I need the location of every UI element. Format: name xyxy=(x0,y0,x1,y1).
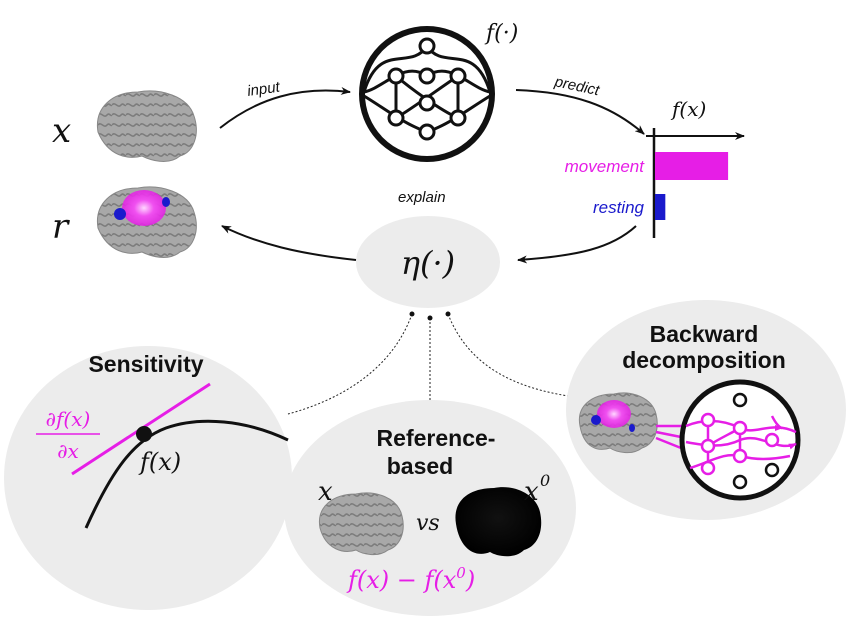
baseline-brain xyxy=(455,487,542,557)
backward-inactive-neurons xyxy=(732,392,780,490)
derivative-numerator: ∂f(x) xyxy=(46,407,91,431)
reference-formula-sup: 0 xyxy=(456,564,466,582)
explainer-ellipse xyxy=(356,216,500,308)
baseline-label-sup: 0 xyxy=(540,471,550,490)
function-curve xyxy=(84,419,289,529)
bar-label-resting: resting xyxy=(593,198,645,217)
reference-based-panel: Reference- based x vs x 0 f(x) − f(x0) xyxy=(284,400,576,616)
connector-dot xyxy=(409,311,415,317)
derivative-denominator: ∂x xyxy=(57,439,79,463)
input-arrow-label: input xyxy=(246,78,281,99)
neural-network-icon xyxy=(359,26,495,162)
relevance-activation-blue xyxy=(114,208,126,220)
relevance-activation-blue-2 xyxy=(162,197,170,207)
backward-decomposition-panel: Backward decomposition xyxy=(566,300,846,520)
bar-resting xyxy=(655,194,666,220)
model-function-label: f(·) xyxy=(484,21,518,46)
backward-title-line2: decomposition xyxy=(622,347,786,373)
sensitivity-title: Sensitivity xyxy=(88,351,203,377)
backward-relevant-neurons xyxy=(700,412,780,476)
method-connectors xyxy=(287,313,569,415)
relevance-activation-magenta xyxy=(122,190,166,226)
explain-label: explain xyxy=(398,189,446,206)
sensitivity-panel: Sensitivity ∂f(x) ∂x f(x) xyxy=(4,346,292,610)
predict-arrow-label: predict xyxy=(552,73,601,99)
chart-axis-label: f(x) xyxy=(670,97,706,121)
explain-in-arrow xyxy=(517,225,637,264)
connector-dot xyxy=(445,311,451,317)
bar-movement xyxy=(655,152,729,180)
reference-formula-main: f(x) − f(x xyxy=(346,566,457,594)
reference-formula-end: ) xyxy=(465,566,475,594)
reference-formula: f(x) − f(x0) xyxy=(346,564,475,594)
x-variable-label: x xyxy=(52,111,71,151)
reference-ellipse xyxy=(284,400,576,616)
backward-title-line1: Backward xyxy=(650,321,759,347)
reference-input-label: x xyxy=(318,477,333,507)
reference-input-brain xyxy=(318,492,404,556)
explain-out-arrow xyxy=(221,225,357,261)
baseline-label-base: x xyxy=(524,477,539,507)
relevance-brain-image xyxy=(96,186,197,258)
reference-title-line2: based xyxy=(387,453,453,479)
explainer-function-label: η(·) xyxy=(401,244,455,282)
evaluation-point xyxy=(136,426,152,442)
backward-brain-image xyxy=(578,392,658,454)
input-arrow xyxy=(219,86,351,129)
reference-title-line1: Reference- xyxy=(377,425,496,451)
r-variable-label: r xyxy=(52,207,70,247)
predict-arrow xyxy=(515,89,645,135)
vs-label: vs xyxy=(416,511,440,536)
connector-dot xyxy=(427,315,433,321)
bar-label-movement: movement xyxy=(565,157,646,176)
output-bar-chart: f(x) movement resting xyxy=(565,97,745,238)
sensitivity-point-label: f(x) xyxy=(138,448,181,476)
input-brain-image xyxy=(96,90,197,162)
sensitivity-ellipse xyxy=(4,346,292,610)
